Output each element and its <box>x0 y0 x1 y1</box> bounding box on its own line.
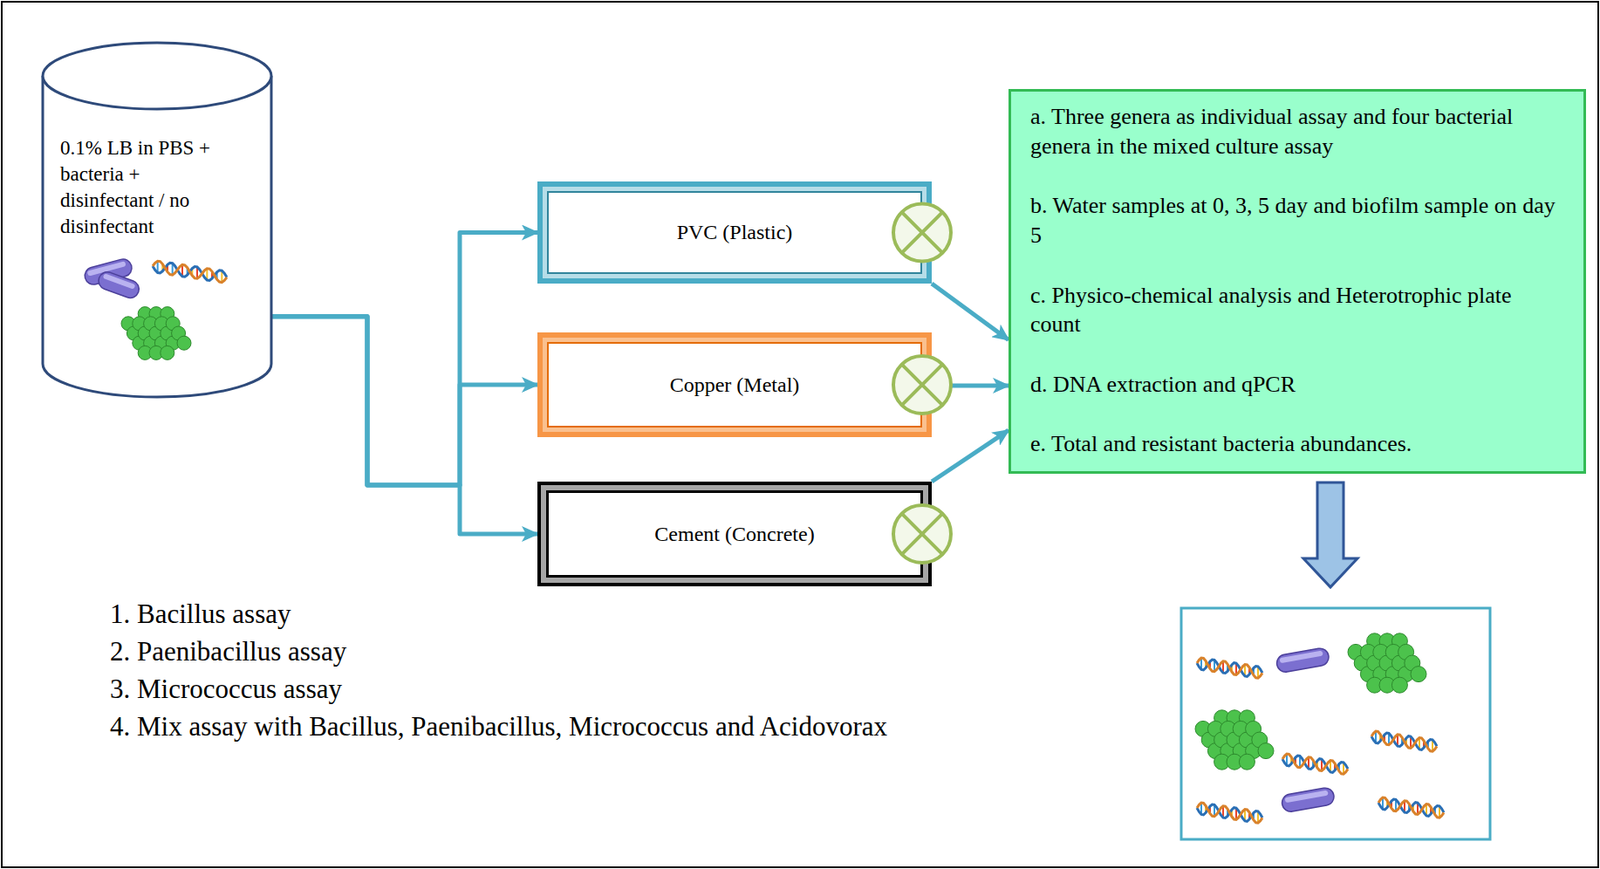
assay-label: 1. Bacillus assay <box>109 598 292 630</box>
flow-arrow <box>271 316 538 534</box>
node-text: Cement (Concrete) <box>593 522 876 547</box>
step-text: e. Total and resistant bacteria abundanc… <box>1030 429 1559 459</box>
valve-symbol <box>893 505 951 563</box>
result-box <box>1181 608 1491 840</box>
flow-arrow <box>931 283 1009 341</box>
node-text: 0.1% LB in PBS + bacteria + disinfectant… <box>60 135 235 240</box>
step-text: d. DNA extraction and qPCR <box>1030 369 1559 400</box>
down-block-arrow <box>1303 482 1358 588</box>
node-text: Copper (Metal) <box>608 373 862 397</box>
rod-bacterium <box>1275 647 1331 674</box>
bacteria-icons <box>1195 633 1444 823</box>
assay-label: 4. Mix assay with Bacillus, Paenibacillu… <box>109 711 888 743</box>
pipe-box: Cement (Concrete) <box>537 481 932 587</box>
node-text: PVC (Plastic) <box>615 220 855 245</box>
assay-label: 3. Micrococcus assay <box>109 673 342 705</box>
valve-symbol <box>893 355 951 414</box>
rod-bacterium <box>1280 786 1336 814</box>
analysis-box: a. Three genera as individual assay and … <box>1008 88 1587 474</box>
flow-arrow <box>931 430 1009 482</box>
valve-symbol <box>893 204 951 262</box>
coccus-cluster <box>121 307 192 361</box>
step-text: c. Physico-chemical analysis and Heterot… <box>1030 280 1559 341</box>
assay-label: 2. Paenibacillus assay <box>109 635 347 668</box>
flow-arrow <box>271 316 538 486</box>
coccus-cluster <box>1195 710 1274 770</box>
dna-icon <box>1378 797 1444 818</box>
dna-icon <box>1196 657 1263 678</box>
step-text: b. Water samples at 0, 3, 5 day and biof… <box>1030 191 1559 251</box>
coccus-cluster <box>1347 633 1427 693</box>
step-text: a. Three genera as individual assay and … <box>1030 102 1559 162</box>
dna-icon <box>1371 731 1437 752</box>
pipe-box: Copper (Metal) <box>537 332 932 438</box>
pipe-box: PVC (Plastic) <box>537 181 932 284</box>
rod-bacterium <box>95 269 142 301</box>
flow-arrow <box>271 232 538 486</box>
dna-icon <box>1196 802 1263 823</box>
container-cylinder: 0.1% LB in PBS + bacteria + disinfectant… <box>41 41 274 399</box>
flow-arrow <box>931 382 1009 388</box>
dna-icon <box>1282 753 1348 774</box>
dna-icon <box>152 260 227 282</box>
